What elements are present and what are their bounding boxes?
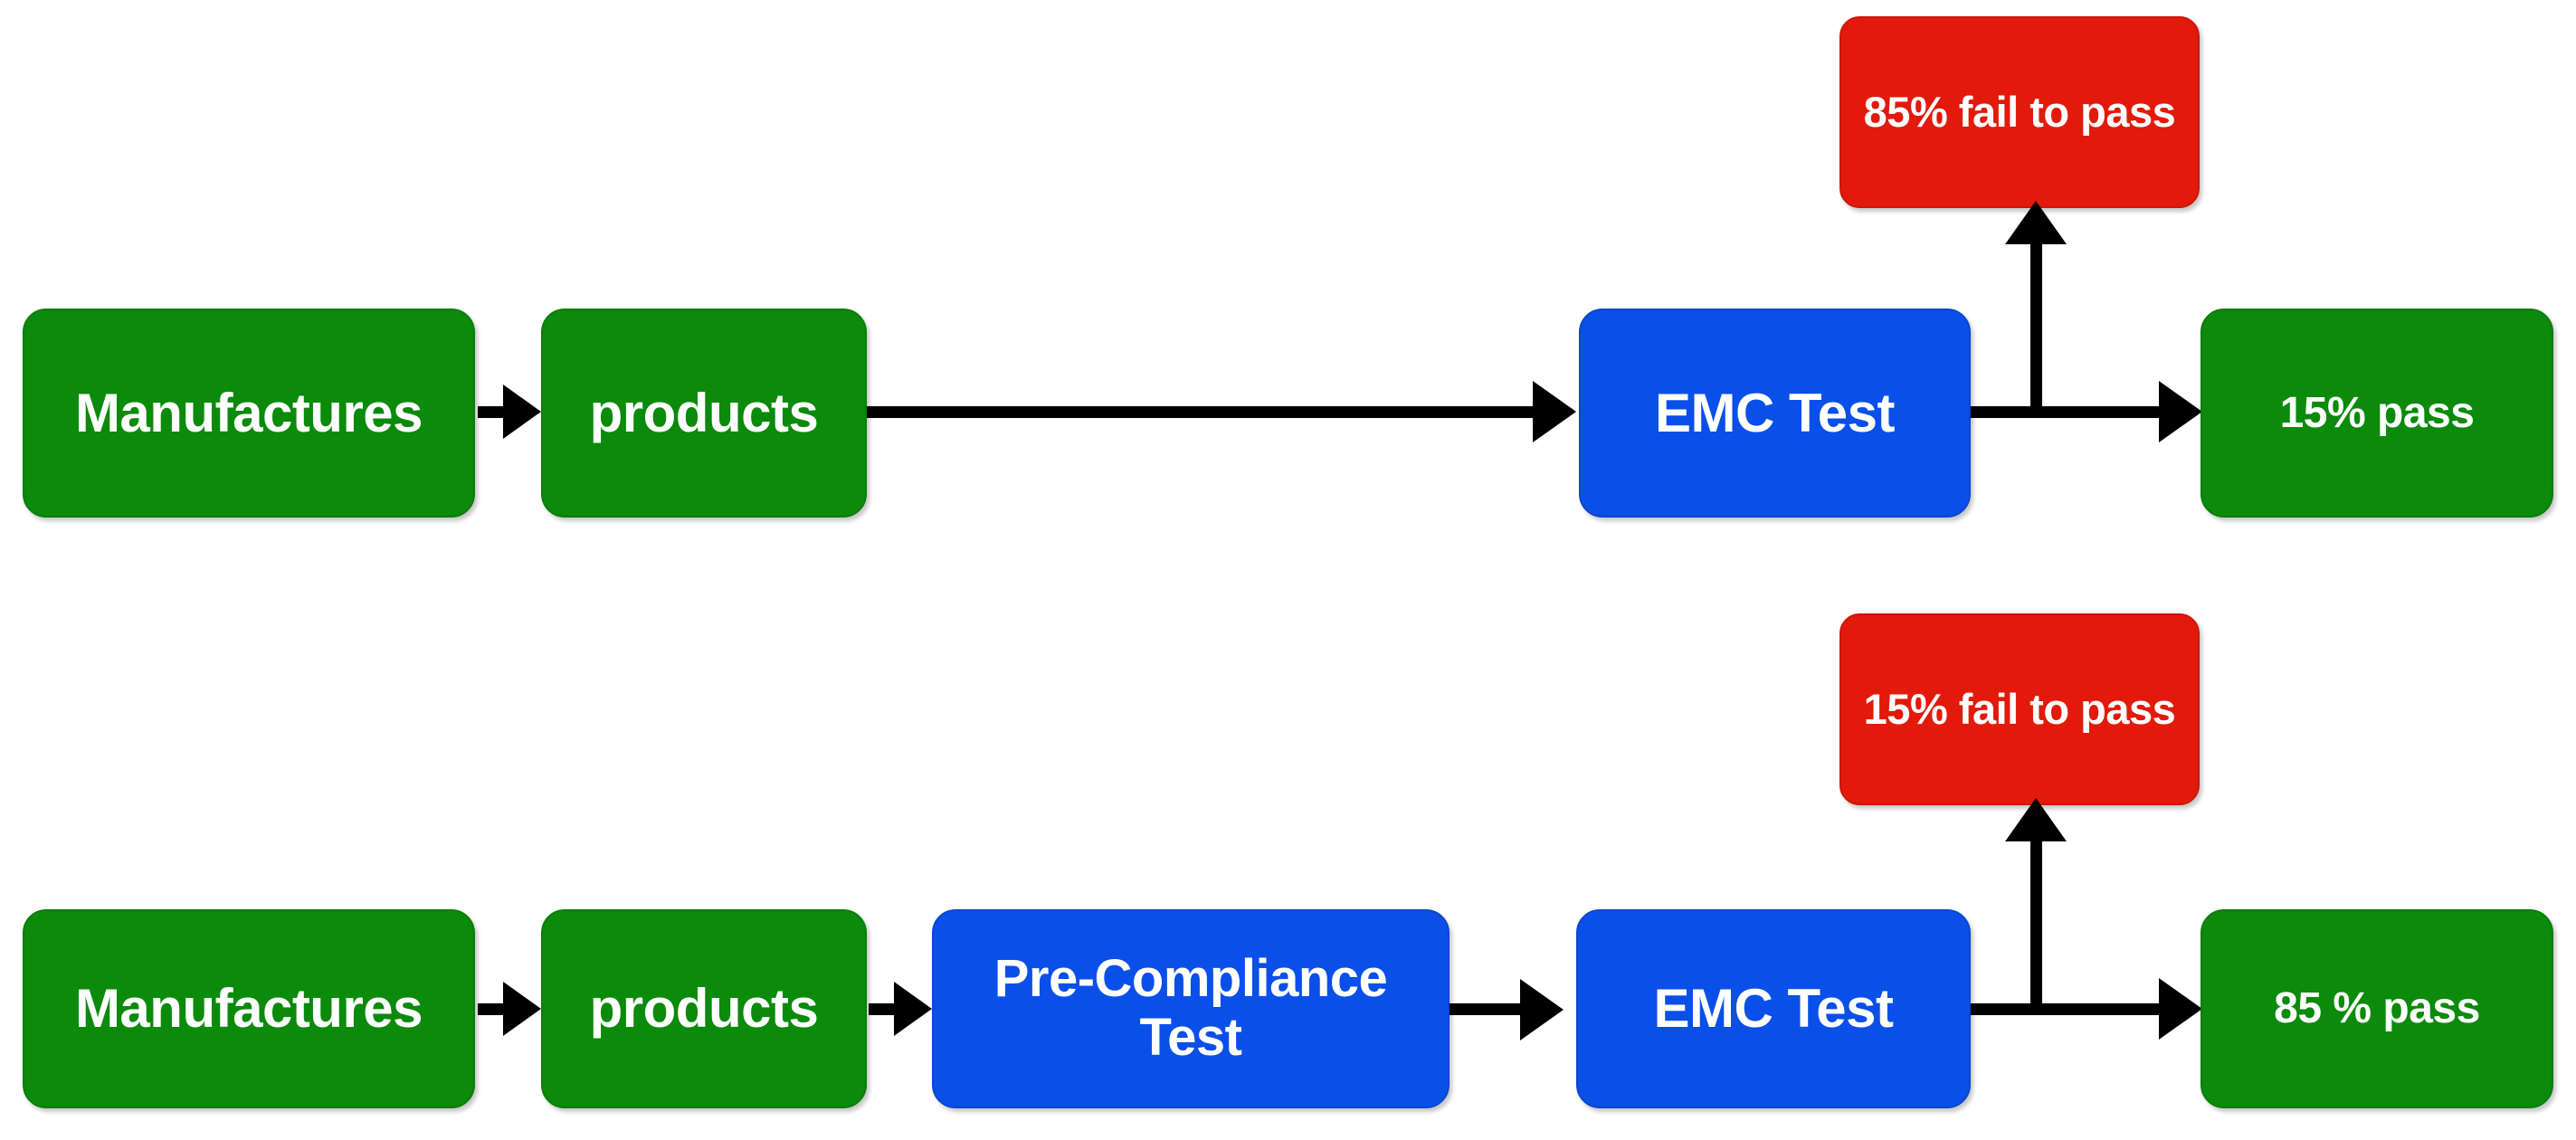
node-row1-products-label: products [589,382,819,443]
node-row2-pass-label: 85 % pass [2274,984,2480,1033]
edge-line-vertical [2030,834,2042,1012]
edge-line-vertical [2030,237,2042,414]
node-row2-pass-box[interactable]: 85 % pass [2201,909,2553,1108]
node-row2-precompliance-box[interactable]: Pre-Compliance Test [932,909,1450,1108]
edge-line-horizontal [1971,1003,2168,1015]
arrowhead-right-icon [2159,978,2202,1040]
node-row2-products-label: products [589,978,819,1040]
node-row2-emc-test-box[interactable]: EMC Test [1576,909,1971,1108]
arrowhead-right-icon [894,982,932,1036]
node-row1-manufactures-box[interactable]: Manufactures [23,309,475,518]
node-row1-fail-label: 85% fail to pass [1863,87,2176,136]
node-row2-fail-box[interactable]: 15% fail to pass [1839,613,2200,805]
node-row1-manufactures-label: Manufactures [74,382,423,443]
arrowhead-up-icon [2005,798,2067,841]
node-row1-pass-box[interactable]: 15% pass [2201,309,2553,518]
node-row1-pass-label: 15% pass [2279,388,2475,437]
node-row2-products-box[interactable]: products [541,909,867,1108]
arrowhead-right-icon [503,982,541,1036]
edge-line [867,406,1536,418]
arrowhead-right-icon [503,385,541,439]
node-row2-precompliance-label: Pre-Compliance Test [993,949,1388,1068]
arrowhead-right-icon [2159,381,2202,442]
arrowhead-right-icon [1520,979,1564,1040]
edge-line-horizontal [1971,406,2168,418]
node-row2-fail-label: 15% fail to pass [1863,684,2176,733]
node-row2-emc-test-label: EMC Test [1653,978,1894,1040]
node-row2-manufactures-box[interactable]: Manufactures [23,909,475,1108]
node-row1-fail-box[interactable]: 85% fail to pass [1839,16,2200,208]
node-row2-manufactures-label: Manufactures [74,978,423,1040]
node-row1-emc-test-label: EMC Test [1655,382,1895,443]
node-row1-emc-test-box[interactable]: EMC Test [1579,309,1971,518]
arrowhead-right-icon [1533,381,1576,442]
arrowhead-up-icon [2005,201,2067,244]
node-row2-precompliance-label-line2: Test [1139,1008,1242,1067]
edge-line [1450,1003,1531,1015]
node-row1-products-box[interactable]: products [541,309,867,518]
node-row2-precompliance-label-line1: Pre-Compliance [993,949,1388,1009]
